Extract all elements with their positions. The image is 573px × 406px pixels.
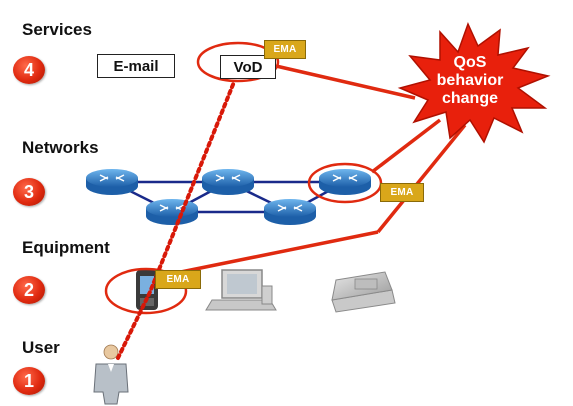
- layer-number-badge: 4: [13, 56, 45, 84]
- layer-number-badge: 1: [13, 367, 45, 395]
- desk-phone-icon: [331, 271, 396, 313]
- layer-number-badge: 3: [13, 178, 45, 206]
- layer-label-user: User: [22, 338, 60, 357]
- router-icon: [146, 199, 198, 225]
- callout-line-3: change: [441, 90, 498, 107]
- user-person-icon: [93, 344, 129, 405]
- router-icon: [319, 169, 371, 195]
- qos-callout-text: QoS behavior change: [415, 54, 525, 108]
- layer-label-equipment: Equipment: [22, 238, 110, 257]
- service-vod-box: VoD: [220, 55, 276, 79]
- callout-connectors: [170, 64, 467, 276]
- layer-number-badge: 2: [13, 276, 45, 304]
- qos-burst-shape: [397, 22, 551, 144]
- computer-icon: [205, 269, 277, 311]
- router-icon: [202, 169, 254, 195]
- router-icon: [264, 199, 316, 225]
- ema-tag-services: EMA: [264, 40, 306, 59]
- ema-tag-equipment: EMA: [155, 270, 201, 289]
- callout-line-2: behavior: [436, 72, 504, 89]
- callout-line-1: QoS: [453, 54, 487, 71]
- layer-label-services: Services: [22, 20, 92, 39]
- user-path-dotted: [116, 80, 236, 360]
- service-email-box: E-mail: [97, 54, 175, 78]
- router-icon: [86, 169, 138, 195]
- ema-tag-networks: EMA: [380, 183, 424, 202]
- layer-label-networks: Networks: [22, 138, 99, 157]
